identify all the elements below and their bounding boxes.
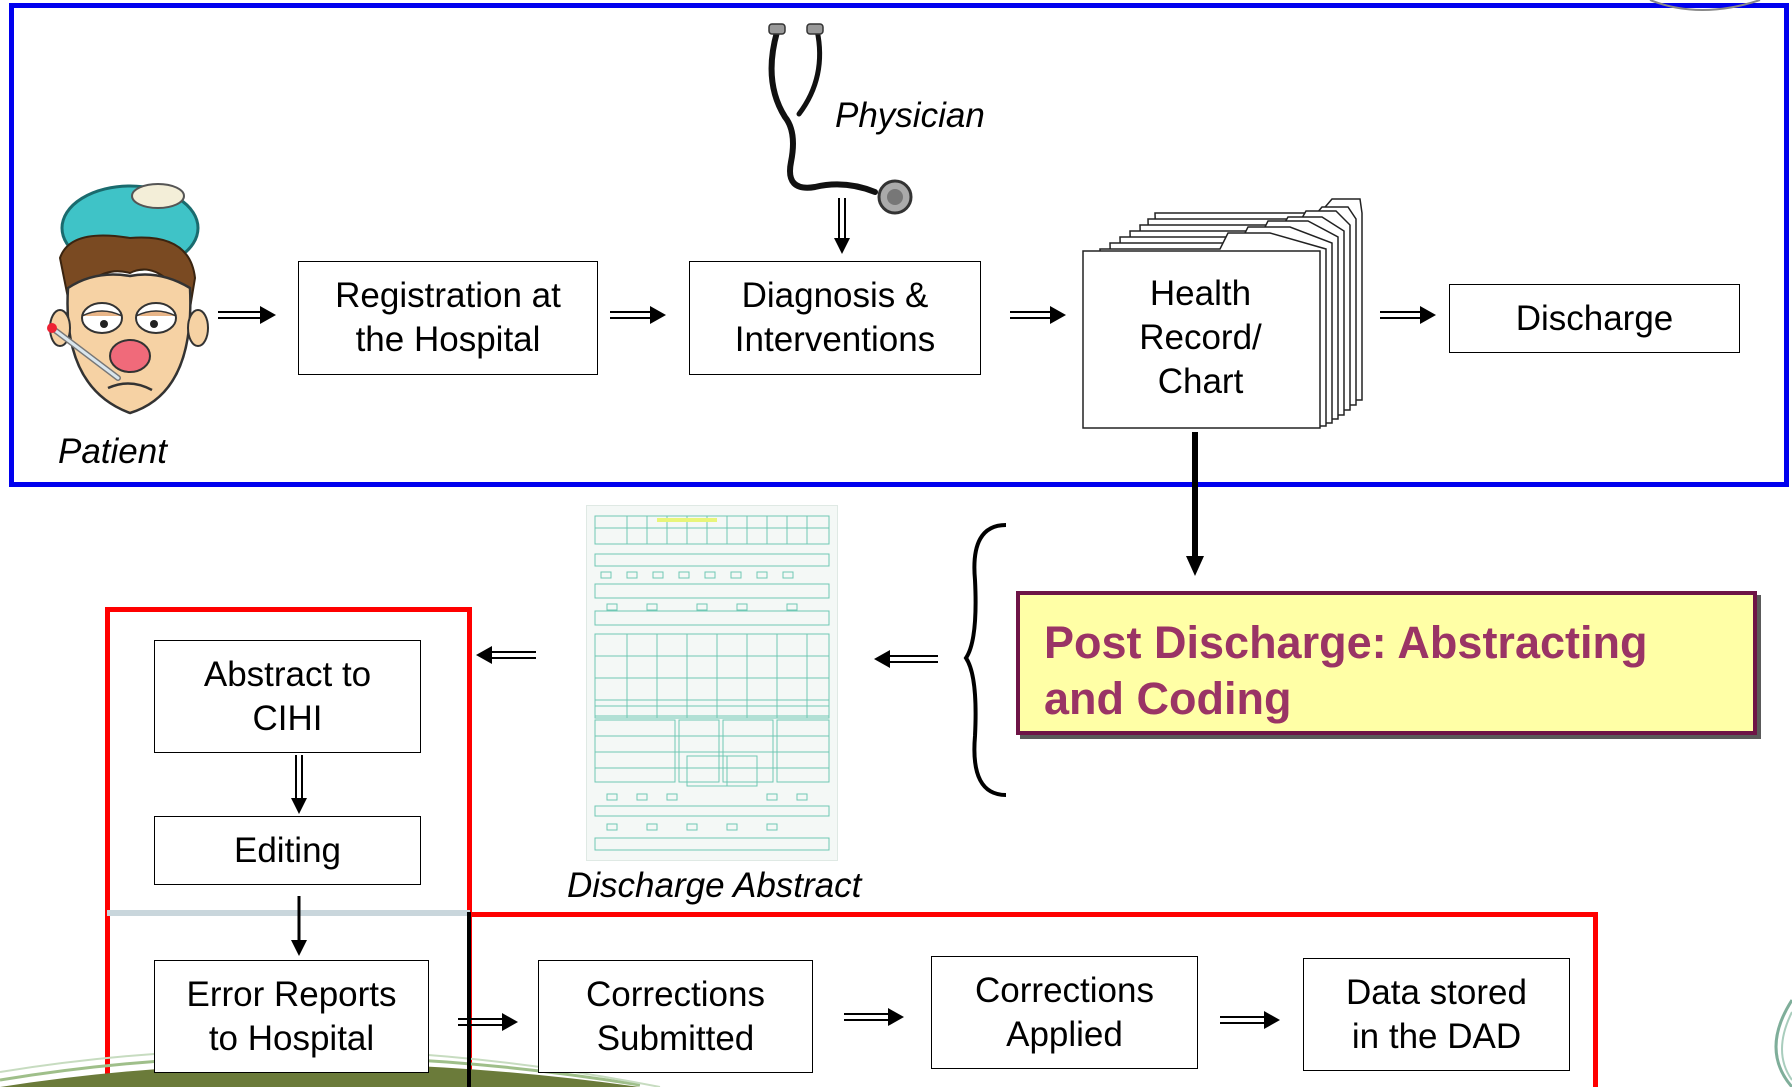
diagnosis-step: Diagnosis & Interventions: [689, 261, 981, 375]
stethoscope-icon: [768, 23, 913, 215]
error-reports-step: Error Reports to Hospital: [154, 960, 429, 1073]
corrections-applied-step: Corrections Applied: [931, 956, 1198, 1069]
arrow-cihi-to-editing: [291, 755, 307, 814]
arrow-submitted-to-applied: [844, 1008, 904, 1026]
arrow-editing-to-error-reports: [291, 896, 307, 956]
patient-icon: [47, 183, 209, 415]
patient-label: Patient: [58, 432, 167, 471]
arrow-registration-to-diagnosis: [610, 306, 666, 324]
arrow-record-to-post-discharge: [1186, 432, 1204, 576]
physician-label: Physician: [835, 96, 985, 135]
data-stored-step: Data stored in the DAD: [1303, 958, 1570, 1071]
post-discharge-callout: Post Discharge: Abstracting and Coding: [1016, 591, 1757, 735]
discharge-abstract-label: Discharge Abstract: [567, 866, 862, 905]
hospital-stay-frame: [9, 3, 1789, 487]
cihi-processing-frame-bottom: [468, 912, 1598, 1087]
arrow-patient-to-registration: [218, 306, 276, 324]
arrow-applied-to-dad: [1220, 1011, 1280, 1029]
arrow-error-to-corrections-submitted: [458, 1013, 518, 1031]
arrow-record-to-discharge: [1380, 306, 1436, 324]
discharge-abstract-form-icon: [586, 505, 838, 861]
corrections-submitted-step: Corrections Submitted: [538, 960, 813, 1073]
chart-folders-icon: [1082, 198, 1363, 429]
abstract-to-cihi-step: Abstract to CIHI: [154, 640, 421, 753]
editing-step: Editing: [154, 816, 421, 885]
arrow-physician-to-diagnosis: [834, 198, 850, 254]
brace-icon: [963, 523, 1007, 797]
cihi-processing-frame-left: [105, 607, 472, 1087]
discharge-step: Discharge: [1449, 284, 1740, 353]
arrow-post-to-abstract-form: [874, 650, 938, 668]
health-record-label: Health Record/ Chart: [1139, 274, 1262, 401]
arrow-diagnosis-to-record: [1010, 306, 1066, 324]
registration-step: Registration at the Hospital: [298, 261, 598, 375]
arrow-abstract-form-to-cihi: [476, 646, 536, 664]
